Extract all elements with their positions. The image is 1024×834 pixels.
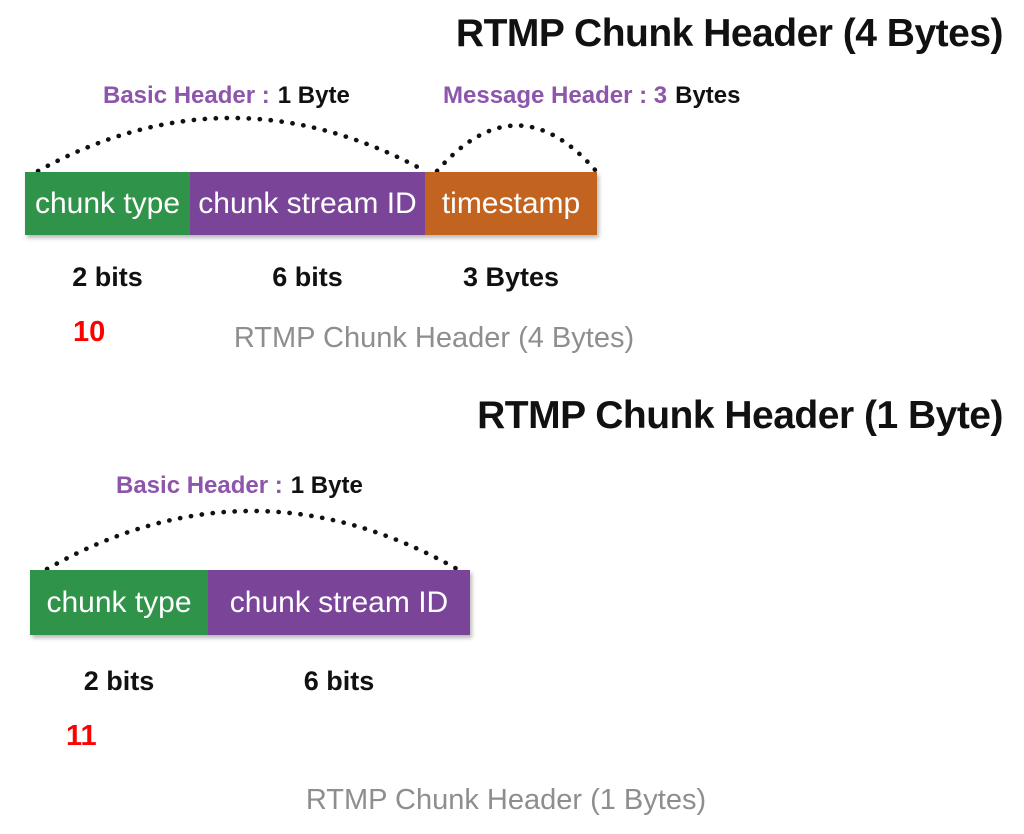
dotted-brace-arc-2 [44,508,460,572]
slide-number-10: 10 [73,316,106,348]
message-header-label: Message Header : 3 Bytes [443,82,740,110]
diagram-4byte-title: RTMP Chunk Header (4 Bytes) [455,12,1004,55]
basic-header-label-size: 1 Byte [277,82,350,109]
message-header-label-highlight: Message Header : 3 [443,82,668,109]
chunk-stream-id-field-2: chunk stream ID [208,570,470,635]
timestamp-field: timestamp [425,172,597,235]
dotted-brace-arcs [35,115,599,174]
byte-field-row-2: chunk type chunk stream ID [30,570,470,635]
diagram-1byte-title: RTMP Chunk Header (1 Byte) [477,394,1003,437]
diagram-4byte-caption: RTMP Chunk Header (4 Bytes) [233,322,635,354]
message-header-label-size: Bytes [675,82,741,109]
slide-number-11: 11 [66,720,97,752]
diagram-1byte-caption: RTMP Chunk Header (1 Bytes) [305,784,707,816]
basic-header-arc [35,115,428,174]
basic-header-label-2-highlight: Basic Header : [116,472,283,499]
message-header-arc [434,123,599,174]
basic-header-label: Basic Header : 1 Byte [103,82,350,110]
chunk-type-field: chunk type [25,172,190,235]
byte-field-row: chunk type chunk stream ID timestamp [25,172,597,235]
chunk-stream-id-size-label-2: 6 bits [303,666,375,696]
chunk-stream-id-field: chunk stream ID [190,172,425,235]
chunk-stream-id-size-label: 6 bits [272,262,343,292]
chunk-type-size-label: 2 bits [72,262,143,292]
basic-header-label-2: Basic Header : 1 Byte [116,472,363,500]
chunk-type-size-label-2: 2 bits [83,666,155,696]
timestamp-size-label: 3 Bytes [462,262,560,292]
basic-header-arc-2 [44,508,460,572]
basic-header-label-highlight: Basic Header : [103,82,270,109]
chunk-type-field-2: chunk type [30,570,208,635]
basic-header-label-2-size: 1 Byte [290,472,363,499]
